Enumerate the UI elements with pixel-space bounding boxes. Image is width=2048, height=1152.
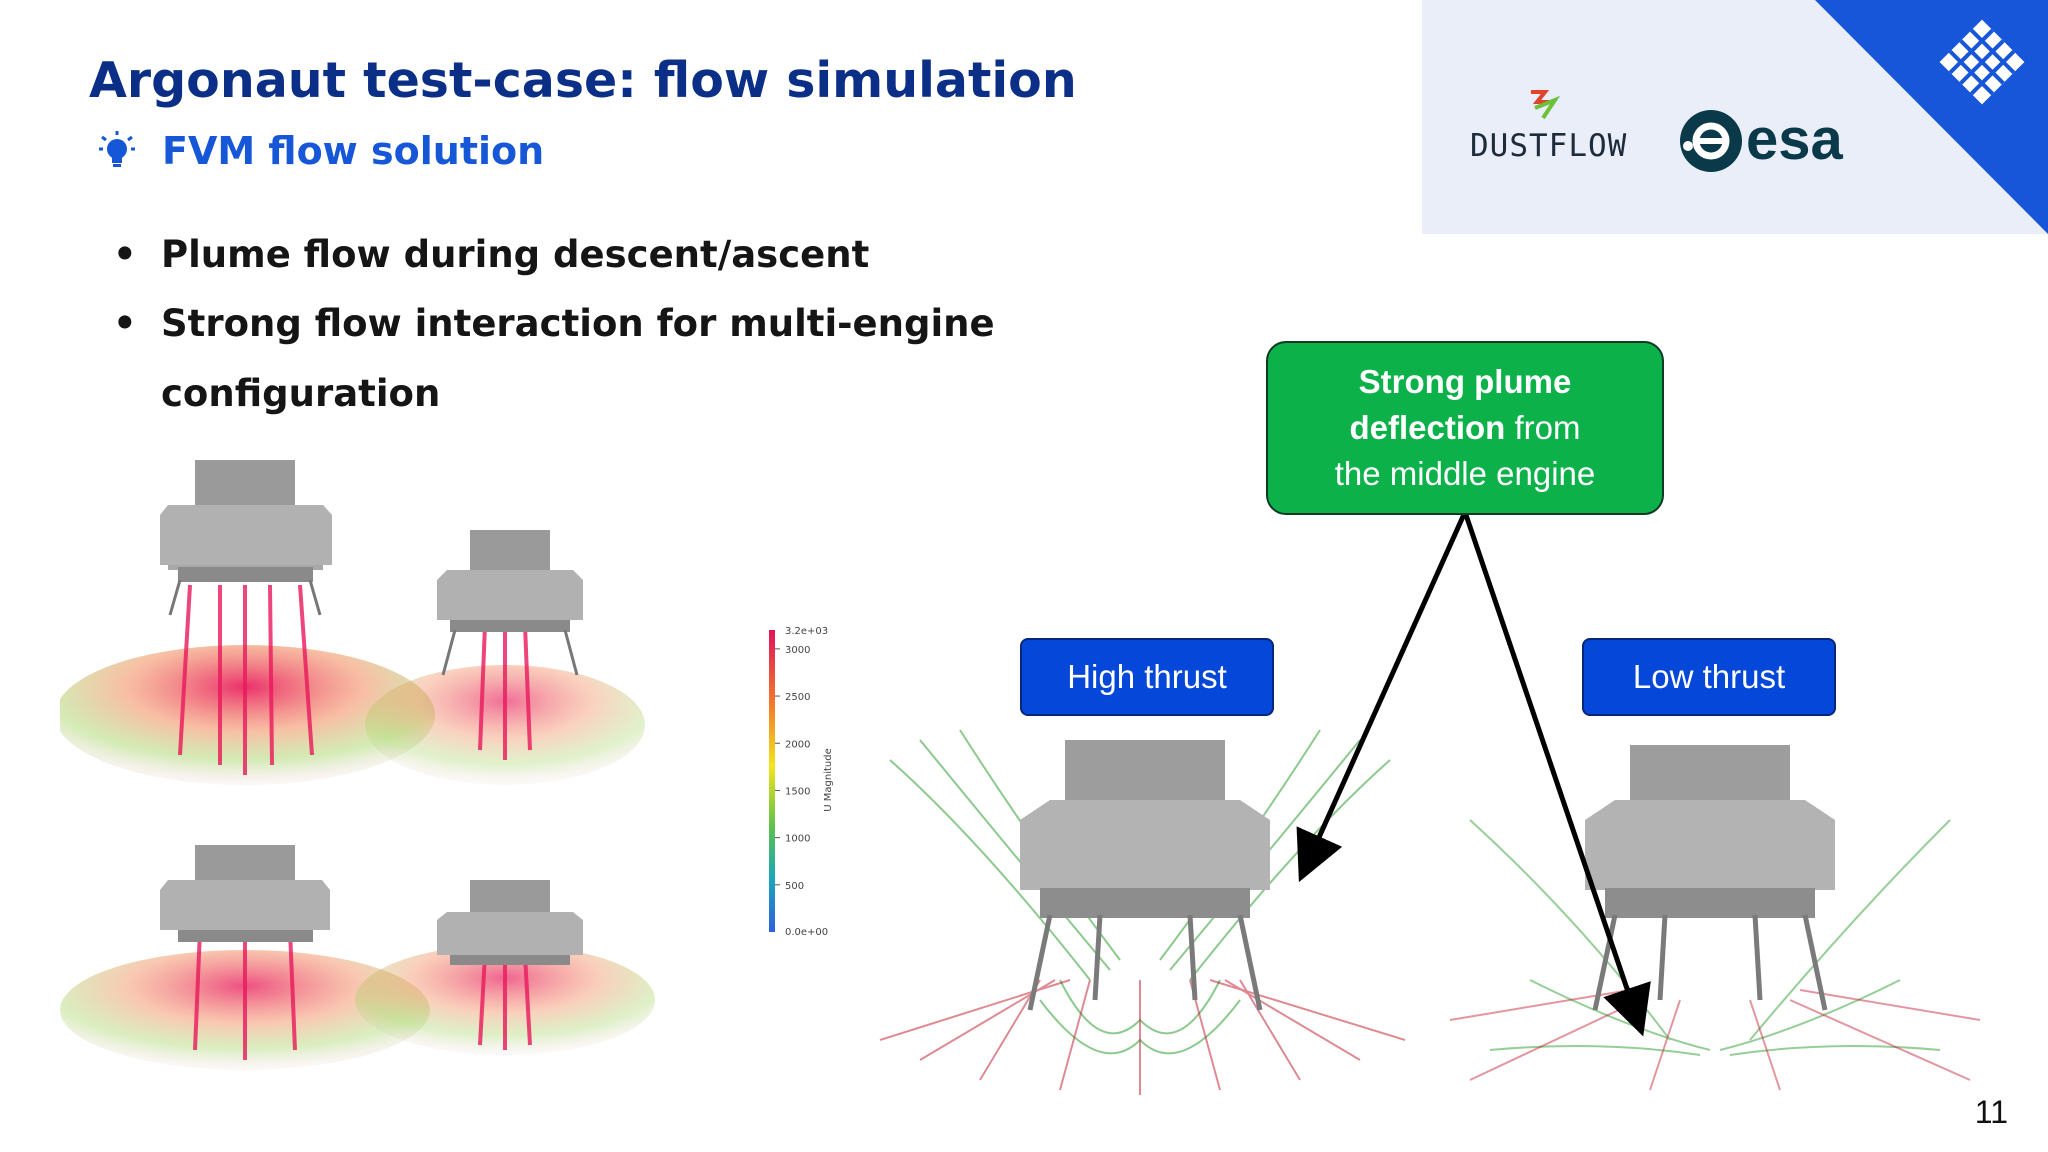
corner-decoration: [1815, 0, 2048, 234]
colorbar-min-label: 0.0e+00: [785, 927, 828, 938]
callout-bold-1: Strong plume: [1358, 363, 1572, 400]
lightbulb-icon: [99, 131, 135, 167]
slide-title: Argonaut test-case: flow simulation: [89, 52, 1077, 109]
simulation-view-2: [365, 530, 645, 785]
bullet-dot: •: [113, 233, 137, 276]
bullet-text: Plume flow during descent/ascent: [161, 233, 870, 276]
low-thrust-label: Low thrust: [1582, 638, 1836, 716]
logo-panel: [1422, 0, 2048, 234]
callout-box: Strong plume deflection from the middle …: [1266, 341, 1664, 515]
slide-subtitle: FVM flow solution: [162, 129, 545, 173]
colorbar: 3.2e+03 0.0e+00 30002500200015001000500 …: [769, 626, 834, 938]
colorbar-tick-label: 2000: [785, 739, 810, 750]
streamline-red-group: [1449, 989, 1981, 1091]
subtitle-row: FVM flow solution: [98, 126, 544, 176]
low-thrust-simulation: [1449, 745, 1981, 1091]
callout-bold-2: deflection: [1349, 409, 1506, 446]
colorbar-title: U Magnitude: [823, 748, 834, 811]
simulation-view-1: [60, 460, 435, 785]
colorbar-gradient: [769, 630, 775, 932]
callout-line-3: the middle engine: [1334, 455, 1596, 492]
simulation-view-3: [60, 845, 430, 1070]
page-number: 11: [1974, 1094, 2008, 1130]
arrow-to-low-thrust: [1462, 511, 1651, 1037]
dustflow-logo-mark: [1531, 90, 1561, 120]
esa-logo-mark: [1680, 110, 1742, 172]
colorbar-ticks: 3000 2500 2000 1500 1000 500: [775, 645, 810, 892]
simulation-view-4: [355, 880, 655, 1055]
high-thrust-simulation: [879, 729, 1406, 1095]
bullet-text: Strong flow interaction for multi-engine: [161, 302, 995, 345]
colorbar-tick-label: 1500: [785, 786, 810, 797]
dustflow-logo: DUSTFLOW: [1470, 128, 1628, 164]
callout-rest-2: from: [1505, 409, 1581, 446]
arrow-to-high-thrust: [1296, 510, 1468, 883]
simulation-grid: [60, 460, 655, 1070]
colorbar-tick-label: 1000: [785, 834, 810, 845]
colorbar-tick-label: 2500: [785, 692, 810, 703]
colorbar-tick-label: 3000: [785, 645, 810, 656]
colorbar-max-label: 3.2e+03: [785, 626, 828, 637]
esa-logo: esa: [1746, 107, 1843, 172]
bullet-dot: •: [113, 302, 137, 345]
colorbar-tick-label: 500: [785, 881, 804, 892]
high-thrust-label: High thrust: [1020, 638, 1274, 716]
bullet-text: configuration: [161, 372, 441, 415]
